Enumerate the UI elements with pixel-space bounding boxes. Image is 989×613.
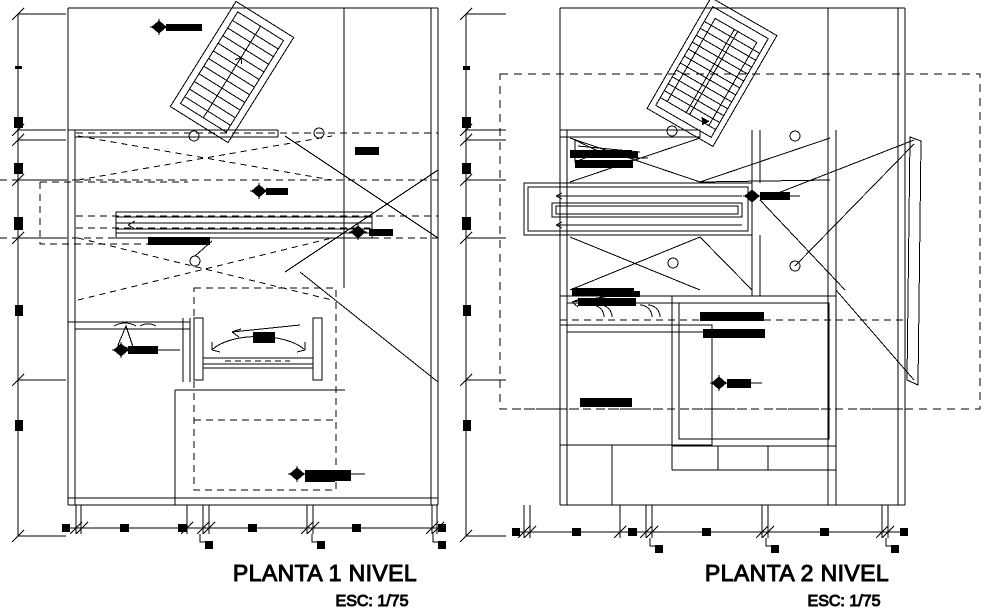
plan2-central-beam (523, 182, 753, 236)
plan1-caption-scale: ESC: 1/75 (336, 593, 409, 610)
plan1-ceiling-brace-upper (77, 135, 333, 181)
plan1-sliding-door (193, 317, 323, 381)
plan1-stair-treads (184, 19, 279, 126)
plan1-caption-title: PLANTA 1 NIVEL (233, 560, 417, 586)
plan2-vertical-dimension-line (459, 7, 506, 543)
plan1-bottom-room-dashed (193, 287, 337, 491)
plan2-elevation-markers (710, 188, 761, 391)
plan1-lower-left-room (68, 318, 191, 382)
plan2-label-underlines (632, 157, 800, 384)
plan2-stair-treads (660, 20, 760, 131)
plan2-lower-right-room (671, 295, 837, 471)
plan1-diagonal-sightlines (284, 135, 439, 383)
plan1-lower-partition (68, 389, 438, 505)
plan2-horizontal-dimension-line (512, 505, 908, 553)
plan1-elevation-markers (112, 19, 367, 482)
plan2-diagonal-sightlines-upper (569, 137, 831, 183)
plan1-right-vertical-element (343, 130, 439, 505)
plan1-label-bars (128, 24, 393, 482)
plan-2-group[interactable]: PLANTA 2 NIVEL ESC: 1/75 (459, 0, 981, 611)
plan-1-group[interactable]: PLANTA 1 NIVEL ESC: 1/75 (0, 0, 446, 611)
plan2-caption-scale: ESC: 1/75 (808, 593, 881, 610)
plan1-staircase[interactable] (169, 0, 295, 144)
plan2-caption-title: PLANTA 2 NIVEL (705, 560, 889, 586)
plan2-column-circles (666, 125, 801, 272)
plan2-right-diagonals (759, 139, 915, 381)
plan2-diagonal-sightlines-lower (569, 236, 753, 291)
plan1-column-circles (188, 127, 325, 267)
plan1-dashed-zone-left (39, 181, 188, 245)
plan2-right-angled-panel (906, 136, 922, 386)
plan1-leader-arrow (231, 324, 301, 338)
plan1-horizontal-dimension-line (62, 505, 446, 549)
plan1-central-beam (115, 211, 373, 239)
plan2-staircase[interactable] (646, 0, 778, 148)
plan2-label-bars (570, 150, 790, 407)
plan1-upper-interior-wall (68, 129, 279, 138)
